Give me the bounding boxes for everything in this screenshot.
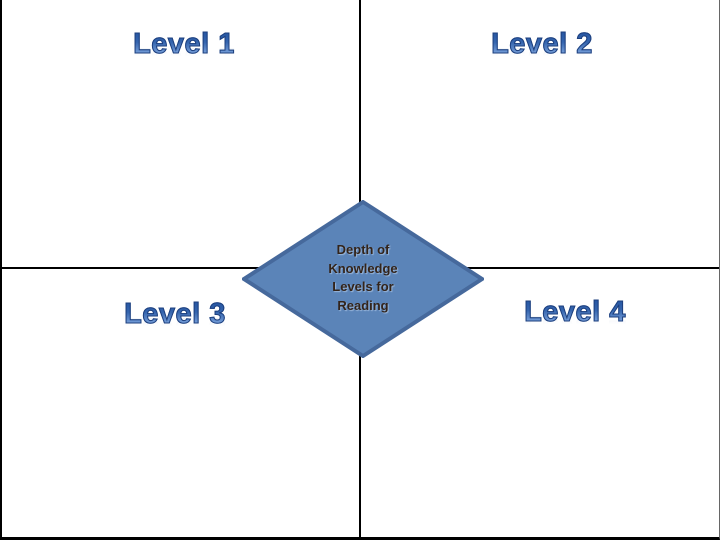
diamond-title-line-4: Reading [337,297,389,313]
diamond-polygon [242,200,484,358]
diamond-title-line-1: Depth of [336,242,390,257]
quadrant-label-level-3: Level 3 [75,297,275,331]
center-diamond: Depth of Knowledge Levels for Reading [242,200,484,358]
quadrant-label-level-4: Level 4 [475,295,675,329]
quadrant-label-level-1: Level 1 [84,27,284,61]
diamond-shape [242,200,484,358]
diamond-title: Depth of Knowledge Levels for Reading [242,200,484,358]
diamond-title-line-2: Knowledge [328,260,398,276]
diamond-title-line-3: Levels for [332,279,394,294]
quadrant-label-level-2: Level 2 [442,27,642,61]
